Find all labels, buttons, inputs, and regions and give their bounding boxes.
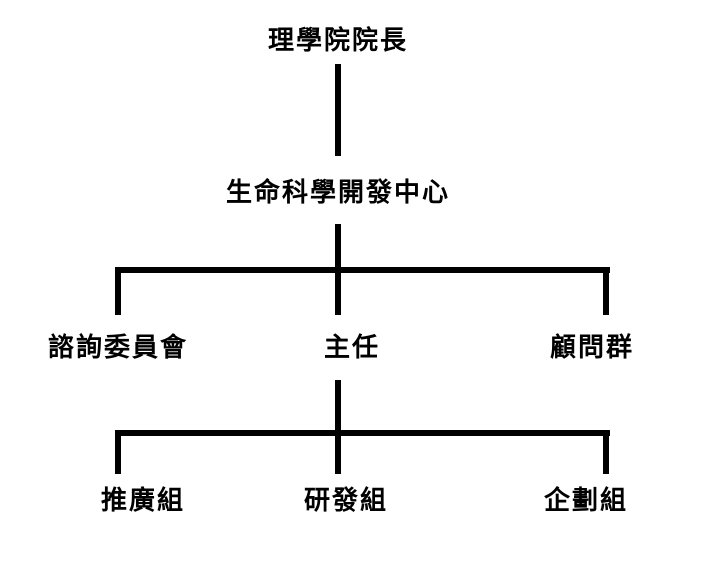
- node-dean: 理學院院長: [267, 26, 409, 56]
- node-life-science-center: 生命科學開發中心: [225, 178, 451, 208]
- connector-drop-rnd: [603, 430, 609, 474]
- connector-level2-bar: [115, 267, 610, 273]
- node-planning-group: 企劃組: [543, 486, 629, 516]
- node-consultants: 顧問群: [549, 333, 635, 363]
- connector-drop-director: [335, 267, 341, 315]
- connector-drop-promotion: [115, 430, 121, 474]
- connector-center-down: [335, 224, 341, 270]
- node-promotion-group: 推廣組: [100, 486, 186, 516]
- connector-level3-bar: [115, 430, 610, 436]
- connector-director-down: [335, 380, 341, 474]
- connector-drop-advisory-committee: [115, 267, 121, 315]
- connector-drop-consultants: [603, 267, 609, 315]
- node-advisory-committee: 諮詢委員會: [47, 333, 189, 363]
- node-director: 主任: [323, 333, 381, 363]
- node-rnd-group: 研發組: [303, 486, 389, 516]
- connector-root-to-center: [335, 64, 341, 156]
